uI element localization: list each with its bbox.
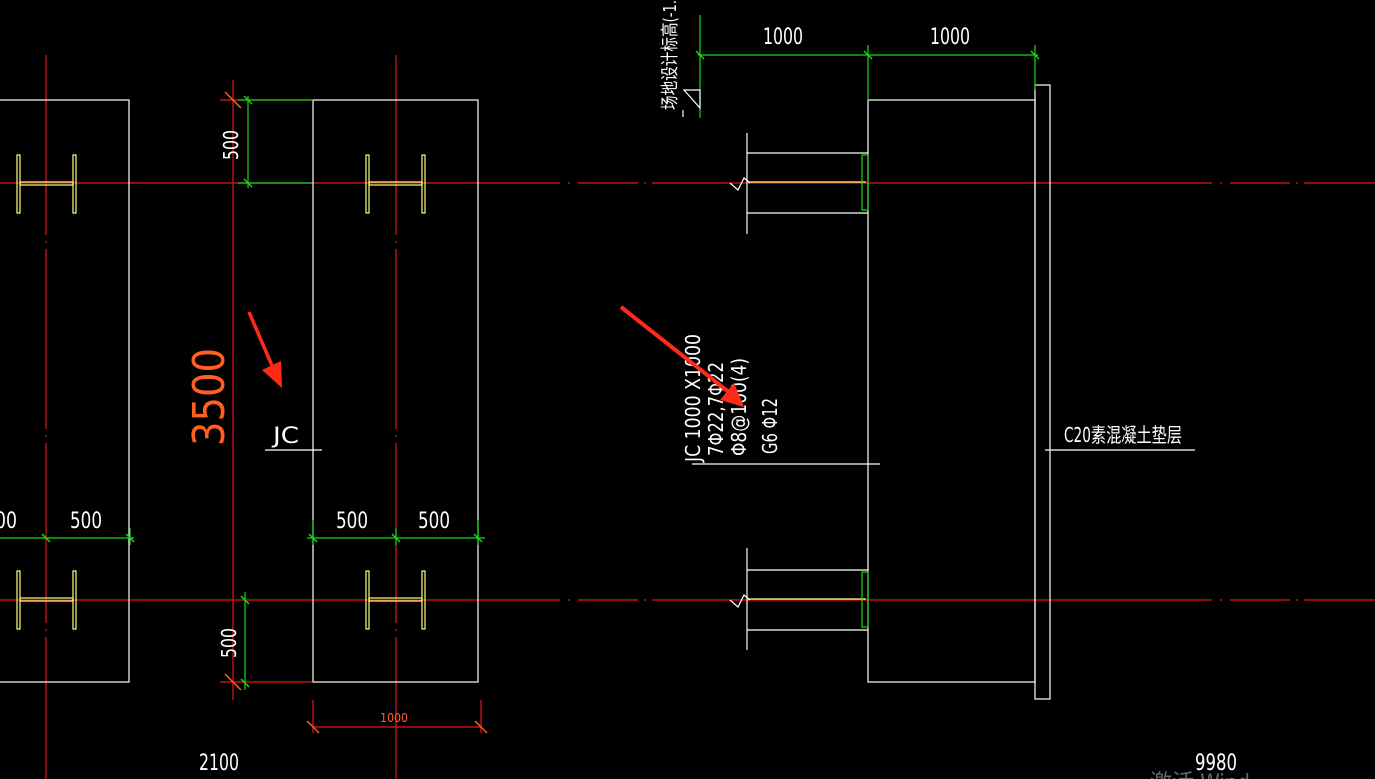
elevation-marker-icon [682,89,701,110]
dim-top-left: 1000 [763,25,803,50]
middle-foundation [312,99,479,683]
axis-lines [0,55,1375,779]
dimension-ticks [41,50,1040,688]
red-arrow-icon [247,311,282,388]
dim-top-right: 1000 [930,25,970,50]
note-line-3: Φ8@100(4) [727,358,751,456]
watermark-text: 激活 Wind [1150,771,1250,779]
dim-bottom-width: 1000 [380,711,408,725]
h-section-icon [16,154,866,630]
dim-left-top: 500 [219,130,243,160]
dimension-lines [0,15,1038,690]
label-site-elevation: 场地设计标高(-1. [660,0,681,110]
c20-cushion-layer [1034,84,1051,700]
left-foundation [0,99,130,683]
dim-mid-500-a: 500 [336,509,368,534]
right-foundation [867,99,1036,683]
zigzag-break-icon [729,177,751,608]
note-line-1: JC 1000 X1000 [681,334,705,463]
dim-bottom-left: 2100 [199,751,239,776]
label-jc: JC [270,424,299,449]
dim-left-500-a: 00 [0,509,17,534]
dim-mid-500-b: 500 [418,509,450,534]
dim-bottom-right: 9980 [1195,751,1237,776]
red-arrow-icon [619,305,744,407]
note-line-4: G6 Φ12 [758,398,782,454]
dim-left-bottom: 500 [217,628,241,658]
dim-left-500-b: 500 [70,509,102,534]
label-c20: C20素混凝土垫层 [1064,423,1182,447]
foundation-outlines [0,84,1195,700]
orange-dim-ticks [224,91,488,734]
dim-big-height: 3500 [184,348,235,446]
